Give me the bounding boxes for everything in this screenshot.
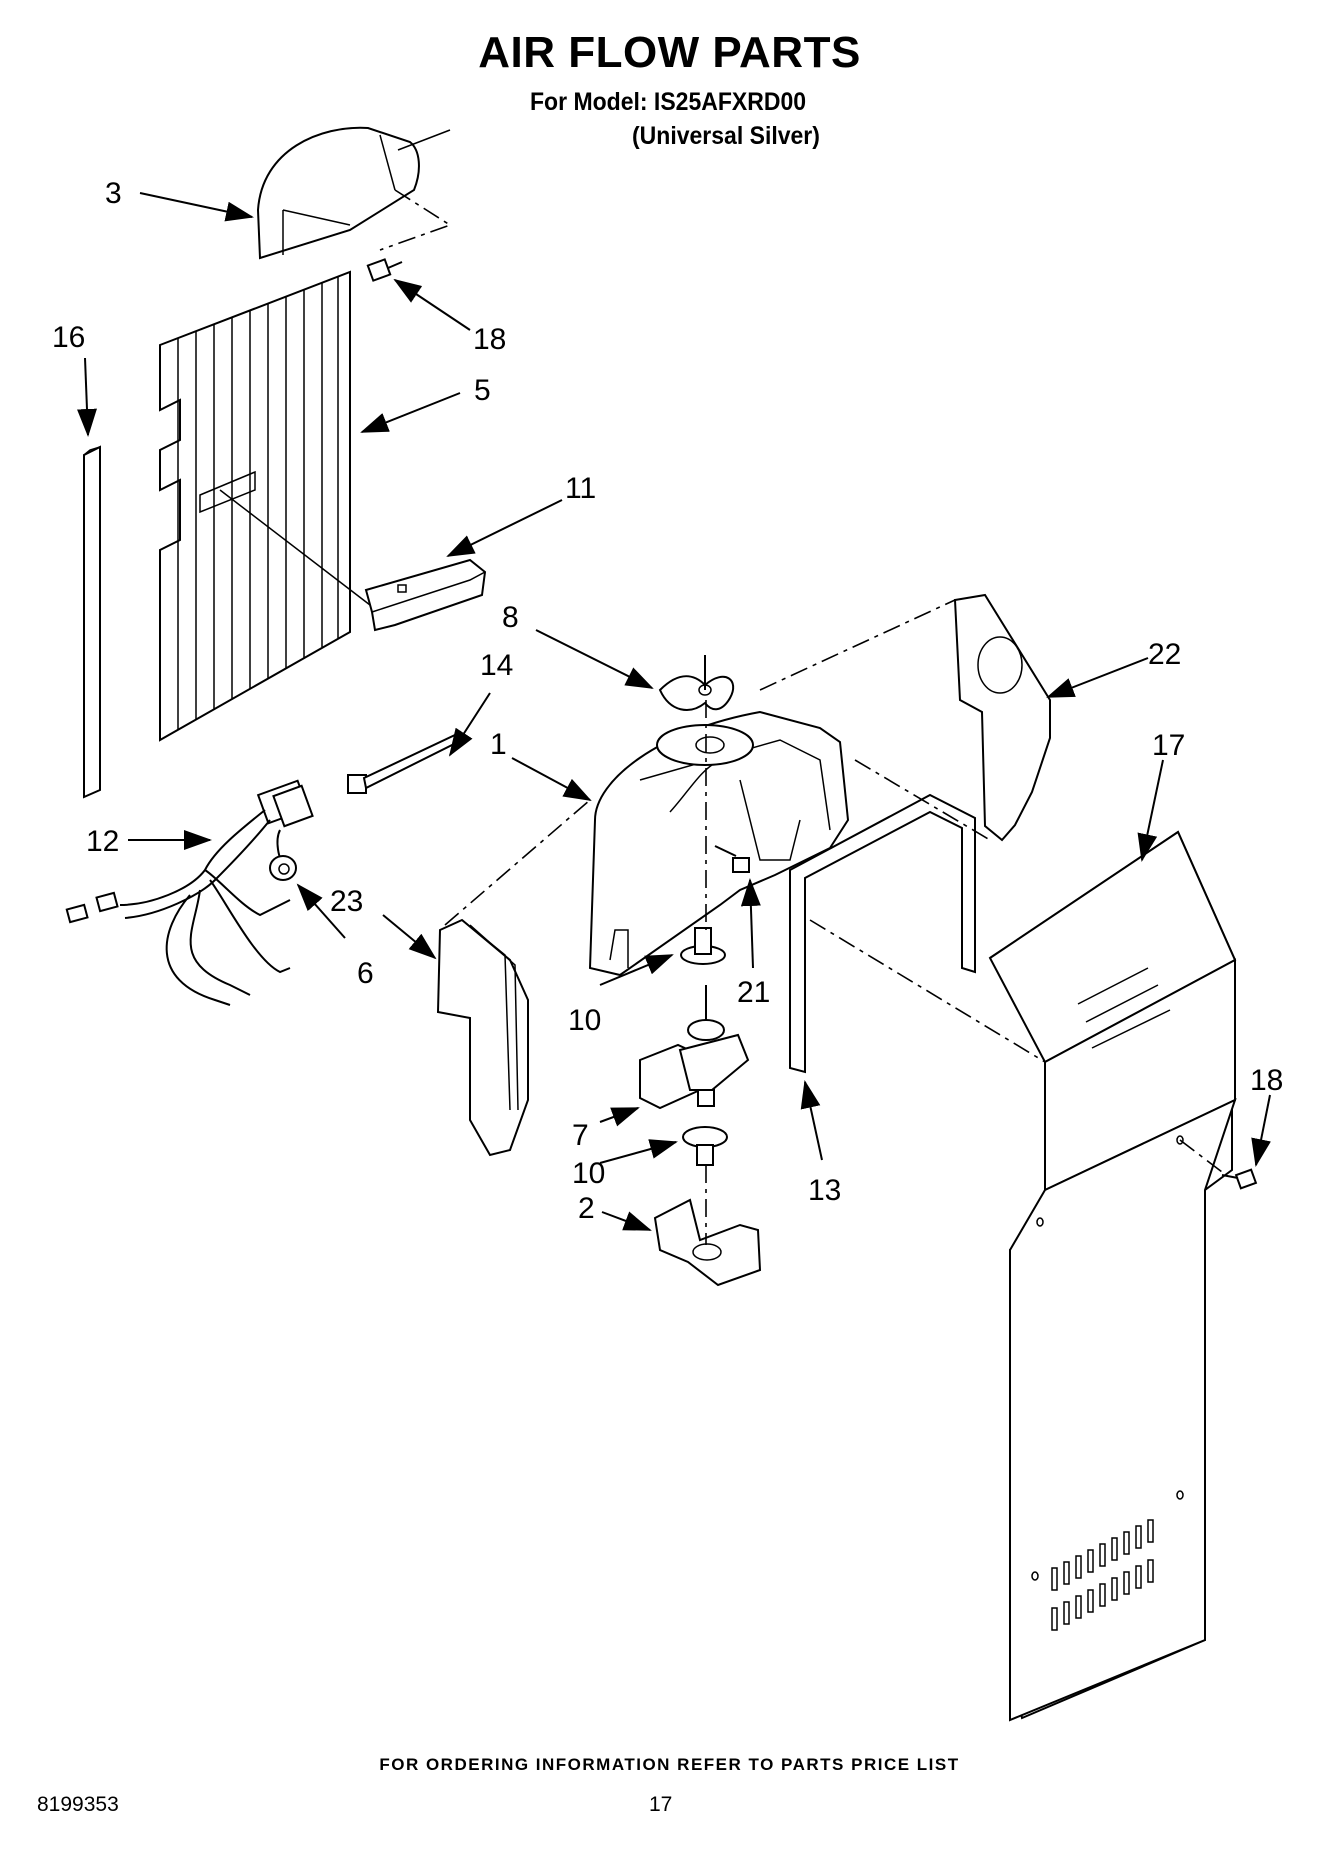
model-line: For Model: IS25AFXRD00 (530, 88, 807, 116)
part-10-grommet-upper (680, 927, 726, 965)
part-22-gasket (953, 593, 1051, 842)
part-12-wire-harness (65, 779, 314, 1006)
ordering-note: FOR ORDERING INFORMATION REFER TO PARTS … (379, 1755, 960, 1774)
callout-14: 14 (480, 649, 513, 682)
callout-13: 13 (808, 1174, 841, 1207)
page-title: AIR FLOW PARTS (478, 28, 861, 77)
part-3-duct-cover (256, 126, 451, 260)
part-11-bracket (219, 489, 487, 632)
callout-10-lower: 10 (572, 1157, 605, 1190)
callout-6: 6 (357, 957, 374, 990)
part-14-cable-tie (347, 733, 460, 794)
callout-10-upper: 10 (568, 1004, 601, 1037)
callout-18-right: 18 (1250, 1064, 1283, 1097)
callout-11: 11 (565, 472, 596, 505)
part-23-side-panel (436, 918, 529, 1157)
callout-2: 2 (578, 1192, 595, 1225)
callout-18-top: 18 (473, 323, 506, 356)
callout-7: 7 (572, 1119, 589, 1152)
callout-21: 21 (737, 976, 770, 1009)
part-21-screw (714, 845, 750, 873)
callout-1: 1 (490, 728, 507, 761)
color-line: (Universal Silver) (632, 122, 820, 150)
part-5-evaporator-grille (159, 270, 351, 742)
callout-8: 8 (502, 601, 519, 634)
page-number: 17 (649, 1793, 673, 1816)
part-13-u-channel (789, 793, 976, 1074)
callout-16: 16 (52, 321, 85, 354)
part-2-motor-bracket (653, 1198, 762, 1287)
leader-arrows (76, 192, 1271, 1231)
part-17-air-duct-panel (988, 830, 1237, 1722)
callout-5: 5 (474, 374, 491, 407)
callout-17: 17 (1152, 729, 1185, 762)
callout-22: 22 (1148, 638, 1181, 671)
callout-23: 23 (330, 885, 363, 918)
part-18-screw-top (366, 258, 403, 282)
part-10-grommet-lower (682, 1126, 728, 1166)
part-8-fan-blade (658, 655, 735, 711)
callout-12: 12 (86, 825, 119, 858)
part-6-grommet (269, 855, 297, 881)
part-16-seal-strip (83, 445, 101, 799)
callout-3: 3 (105, 177, 122, 210)
part-1-fan-housing (588, 710, 850, 977)
document-number: 8199353 (37, 1793, 119, 1816)
part-7-fan-motor (639, 985, 750, 1110)
part-18-screw-right (1221, 1168, 1258, 1190)
